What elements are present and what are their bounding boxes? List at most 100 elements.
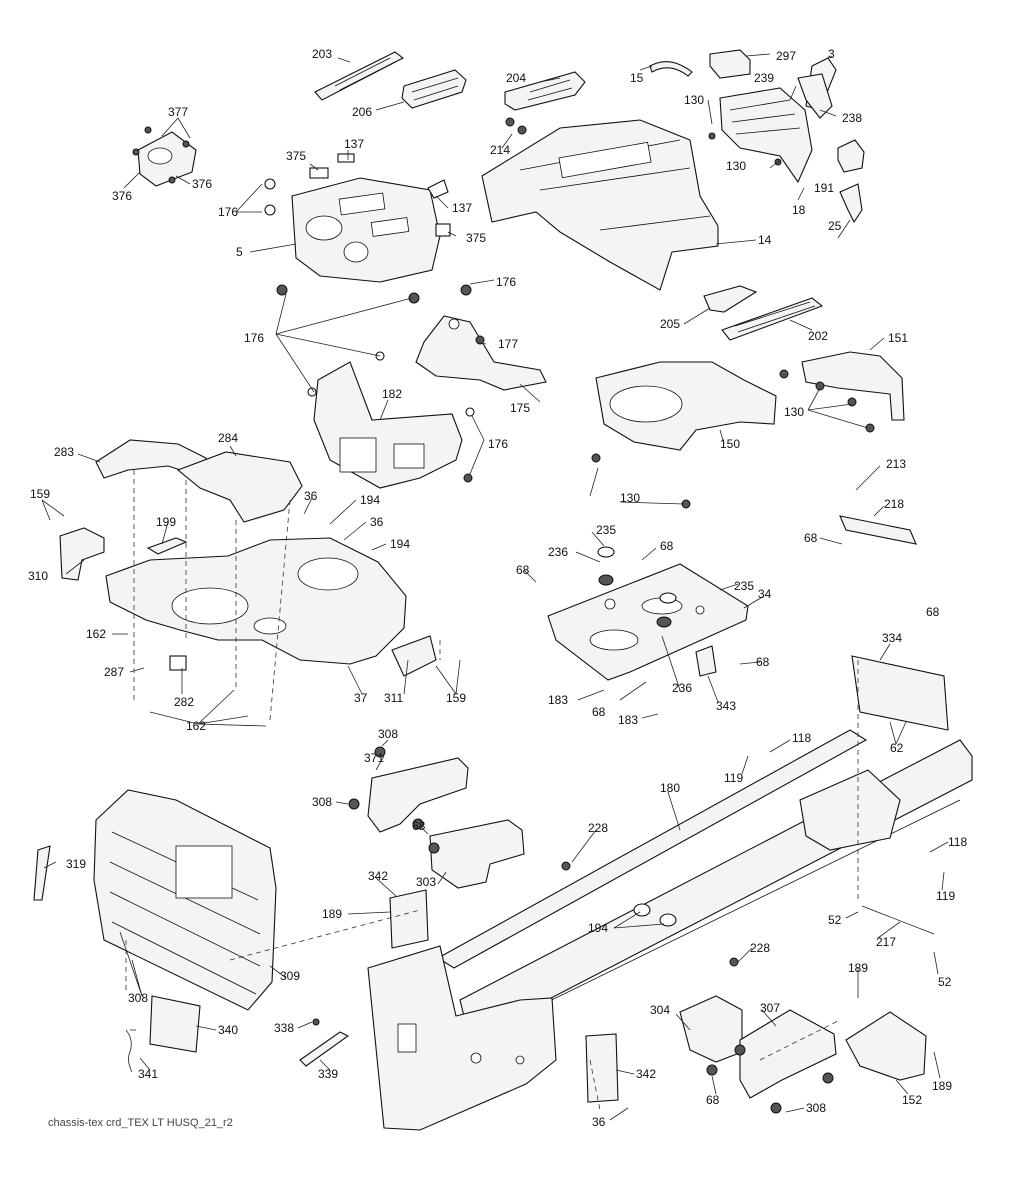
callout-label: 310 [28,569,48,583]
callout-label: 194 [588,921,608,935]
assembly-lines [125,470,859,1111]
part-150-fender-support [595,361,777,451]
part-203-trim-strip [314,51,405,101]
part-180-frame [367,729,973,1131]
callout-label: 340 [218,1023,238,1037]
callout-label: 34 [758,587,772,601]
part-206-panel [401,69,467,109]
callout-label: 376 [112,189,132,203]
callout-label: 189 [848,961,868,975]
callout-label: 162 [186,719,206,733]
part-235-spacer [597,546,615,558]
callout-label: 130 [620,491,640,505]
callout-label: 377 [168,105,188,119]
callout-label: 308 [128,991,148,1005]
part-284-seat-pan [176,451,303,523]
callout-label: 319 [66,857,86,871]
part-214-clip [505,117,515,127]
callout-label: 52 [828,913,842,927]
callout-label: 36 [592,1115,606,1129]
callout-label: 37 [354,691,368,705]
callout-label: 68 [412,819,426,833]
part-375-clip [309,167,329,179]
callout-label: 159 [446,691,466,705]
callout-label: 204 [506,71,526,85]
part-310-bracket [59,527,105,581]
callout-label: 282 [174,695,194,709]
callout-label: 342 [636,1067,656,1081]
callout-label: 25 [828,219,842,233]
callout-label: 283 [54,445,74,459]
part-34-mount-plate [547,563,749,681]
callout-label: 68 [516,563,530,577]
callout-label: 130 [684,93,704,107]
part-152-guard [845,1011,927,1081]
callout-label: 68 [804,531,818,545]
callout-label: 68 [706,1093,720,1107]
callout-label: 213 [886,457,906,471]
part-228-bolt [561,861,571,871]
part-282-clip [169,655,187,671]
callout-label: 218 [884,497,904,511]
callout-label: 183 [618,713,638,727]
part-340-plate [149,995,201,1053]
callout-label: 284 [218,431,238,445]
callout-label: 177 [498,337,518,351]
callout-label: 62 [890,741,904,755]
part-309-front-grille [93,789,277,1011]
callout-label: 239 [754,71,774,85]
callout-label: 152 [902,1093,922,1107]
part-371-shield [367,757,469,833]
callout-label: 176 [496,275,516,289]
callout-label: 199 [156,515,176,529]
callout-label: 162 [86,627,106,641]
callout-label: 175 [510,401,530,415]
callout-label: 235 [734,579,754,593]
callout-label: 206 [352,105,372,119]
callout-label: 176 [244,331,264,345]
callout-label: 194 [390,537,410,551]
part-18-dash-housing [719,87,813,184]
callout-label: 309 [280,969,300,983]
part-236-spacer [656,616,672,628]
part-341-spring [125,1029,136,1073]
callout-label: 303 [416,875,436,889]
callout-label: 236 [548,545,568,559]
callout-label: 68 [756,655,770,669]
callout-labels: 203 297 3 15 206 204 239 377 130 238 137… [28,47,967,1129]
callout-label: 341 [138,1067,158,1081]
part-343-bracket [695,645,717,677]
callout-label: 228 [588,821,608,835]
part-14-hood [481,119,719,291]
callout-label: 118 [948,835,967,849]
callout-label: 183 [548,693,568,707]
callout-label: 235 [596,523,616,537]
callout-label: 176 [218,205,238,219]
callout-label: 36 [370,515,384,529]
callout-label: 119 [724,771,743,785]
callout-label: 308 [312,795,332,809]
callout-label: 15 [630,71,644,85]
callout-label: 130 [726,159,746,173]
callout-label: 194 [360,493,380,507]
callout-label: 238 [842,111,862,125]
part-130-bolts [591,132,875,509]
part-5-dash-panel [291,177,441,283]
part-303-bracket [429,819,525,889]
callout-label: 150 [720,437,740,451]
part-175-support-bracket [415,315,547,391]
callout-label: 297 [776,49,796,63]
callout-label: 137 [344,137,364,151]
callout-label: 182 [382,387,402,401]
callout-label: 214 [490,143,510,157]
callout-label: 236 [672,681,692,695]
callout-label: 14 [758,233,772,247]
part-137-clip [337,153,355,163]
part-25-clip [839,183,863,224]
callout-label: 119 [936,889,955,903]
callout-label: 339 [318,1067,338,1081]
part-308-nuts [348,746,834,1114]
part-297-block [709,49,751,79]
callout-label: 151 [888,331,908,345]
